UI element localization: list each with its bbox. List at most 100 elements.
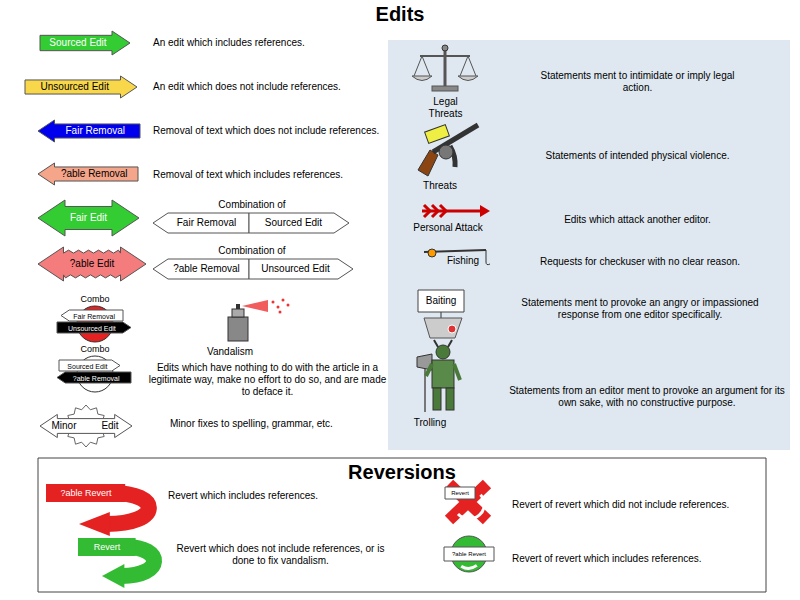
shape-outline xyxy=(451,536,487,572)
node-text: ?able Removal xyxy=(173,264,240,274)
caption-text: Threats xyxy=(423,180,457,192)
description-text: An edit which includes references. xyxy=(153,37,305,49)
caption-text: Edits which have nothing to do with the … xyxy=(145,362,390,398)
shape-outline xyxy=(461,565,477,568)
description-text: Removal of text which includes reference… xyxy=(153,169,343,181)
sourced-edit-arrow: Sourced Edit xyxy=(40,31,130,55)
shape-outline xyxy=(38,200,139,236)
shape-outline xyxy=(57,372,131,383)
gun-icon xyxy=(418,125,478,176)
combo-banner: Unsourced Edit xyxy=(57,322,131,333)
shape-outline xyxy=(249,259,353,279)
bait-icon xyxy=(424,312,462,338)
shape-outline xyxy=(445,487,475,499)
node-text: Minor xyxy=(51,421,76,431)
unsourced-edit-arrow: Unsourced Edit xyxy=(25,76,137,98)
description-text: Removal of text which does not include r… xyxy=(153,125,379,137)
attack-arrow-icon xyxy=(422,205,490,217)
revert-arrow: Revert xyxy=(78,538,158,588)
node-text: Revert xyxy=(451,490,469,496)
description-text: Revert of revert which includes referenc… xyxy=(512,553,702,565)
able-edit-arrow: ?able Edit xyxy=(38,247,146,281)
node-text: Fair Removal xyxy=(73,312,115,319)
shape-outline xyxy=(38,163,138,185)
node-text: ?able Removal xyxy=(61,169,128,179)
shape-outline xyxy=(249,213,349,233)
shape-outline xyxy=(78,538,136,556)
baiting-box: Baiting xyxy=(418,290,464,312)
caption-text: Requests for checkuser with no clear rea… xyxy=(520,256,760,268)
shape-outline xyxy=(38,120,140,142)
minor-edit-gear: Minor Edit xyxy=(40,405,132,447)
node-text: Fair Removal xyxy=(66,126,125,136)
node-text: Combo xyxy=(80,345,109,354)
combo-badge: ComboSourced Edit ?able Removal xyxy=(55,344,135,394)
threat-panel xyxy=(388,40,790,450)
node-text: ?able Revert xyxy=(60,489,111,498)
caption-text: Trolling xyxy=(414,417,446,429)
caption-text: Edits which attack another editor. xyxy=(530,214,745,226)
node-text: Unsourced Edit xyxy=(68,324,116,331)
combination-arrow: Fair Removal xyxy=(153,213,249,233)
caption-text: Fishing xyxy=(447,255,479,267)
shape-outline xyxy=(102,564,124,588)
combo-banner: Sourced Edit xyxy=(59,360,120,371)
reversions-box: Reversions?able RevertRevertRevert?able … xyxy=(38,458,766,592)
node-text: Baiting xyxy=(426,296,457,306)
shape-outline xyxy=(25,76,137,98)
node-text: Fair Removal xyxy=(177,218,236,228)
caption-text: Revert which does not include references… xyxy=(168,543,393,567)
shape-outline xyxy=(38,458,766,592)
node-text: Edit xyxy=(101,421,118,431)
node-text: ?able Revert xyxy=(452,551,486,557)
shape-outline xyxy=(57,322,131,333)
fair-edit-arrow: Fair Edit xyxy=(38,200,139,236)
caption-text: Legal Threats xyxy=(423,96,468,120)
combo-banner: ?able Removal xyxy=(57,372,131,383)
description-text: Revert of revert which did not include r… xyxy=(512,499,729,511)
node-text: Unsourced Edit xyxy=(41,82,109,92)
caption-text: Combination of xyxy=(218,245,285,257)
node-text: Fair Edit xyxy=(70,213,107,223)
node-text: Sourced Edit xyxy=(67,362,107,369)
description-text: Minor fixes to spelling, grammar, etc. xyxy=(170,418,333,430)
node-text: Sourced Edit xyxy=(49,38,106,48)
combo-badge: ComboFair RemovalUnsourced Edit xyxy=(55,294,135,344)
shape-outline xyxy=(79,512,110,536)
caption-text: Personal Attack xyxy=(413,222,482,234)
node-text: Unsourced Edit xyxy=(261,264,329,274)
spray-can-icon xyxy=(228,299,290,342)
caption-text: Combination of xyxy=(218,199,285,211)
node-text: ?able Removal xyxy=(73,374,120,381)
combination-arrow: ?able Removal xyxy=(153,259,249,279)
fair-removal-arrow: Fair Removal xyxy=(38,120,140,142)
title: Edits xyxy=(0,3,800,26)
revert-revert-icon: Revert xyxy=(443,478,493,526)
troll-figure xyxy=(417,340,460,412)
caption-text: Statements of intended physical violence… xyxy=(530,150,745,162)
description-text: An edit which does not include reference… xyxy=(153,81,341,93)
able-revert-revert-icon: ?able Revert xyxy=(443,535,495,573)
description-text: Revert which includes references. xyxy=(168,490,318,502)
combo-banner: Fair Removal xyxy=(61,310,123,321)
caption-text: Vandalism xyxy=(207,346,253,358)
shape-outline xyxy=(38,247,146,281)
node-text: ?able Edit xyxy=(70,259,114,269)
shape-outline xyxy=(153,259,249,279)
node-text: Sourced Edit xyxy=(265,218,322,228)
able-revert-arrow: ?able Revert xyxy=(46,484,156,536)
scales-icon xyxy=(412,45,478,91)
node-text: Reversions xyxy=(348,462,456,482)
shape-outline xyxy=(61,310,123,321)
able-removal-arrow: ?able Removal xyxy=(38,163,138,185)
combination-arrow: Sourced Edit xyxy=(249,213,349,233)
shape-outline xyxy=(153,213,249,233)
shape-outline xyxy=(444,547,494,561)
node-text: Revert xyxy=(94,543,121,552)
node-text: Combo xyxy=(80,295,109,304)
caption-text: Statements from an editor ment to provok… xyxy=(507,385,787,409)
shape-outline xyxy=(418,290,464,312)
caption-text: Statements ment to provoke an angry or i… xyxy=(515,297,765,321)
caption-text: Statements ment to intimidate or imply l… xyxy=(530,70,745,94)
shape-outline xyxy=(40,31,130,55)
